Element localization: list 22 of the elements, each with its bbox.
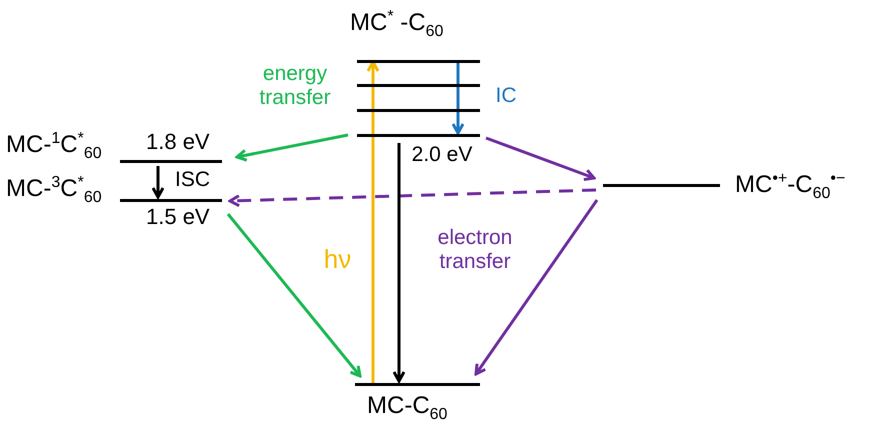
energy-level-line [357, 109, 480, 112]
arrow [392, 143, 406, 382]
edge-label: ISC [174, 168, 211, 192]
arrow [236, 134, 348, 162]
energy-value: 1.8 eV [146, 130, 210, 154]
arrow [474, 199, 598, 376]
state-label: MC$^{*}$ -C$_{60}$ [350, 8, 444, 40]
edge-label: 2.0 eV [410, 143, 474, 168]
arrow [366, 60, 380, 383]
edge-label: IC [494, 84, 518, 108]
energy-level-line [357, 134, 480, 137]
edge-label: hν [322, 245, 352, 275]
energy-level-line [357, 84, 480, 87]
edge-label: electron transfer [436, 226, 514, 274]
edge-label: energy transfer [258, 62, 332, 110]
arrow [485, 136, 596, 182]
energy-value: 1.5 eV [146, 205, 210, 230]
arrow [228, 188, 596, 208]
arrow [452, 62, 464, 134]
state-label: MC-C$_{60}$ [367, 393, 448, 424]
arrow [226, 213, 362, 378]
arrow [152, 166, 164, 198]
